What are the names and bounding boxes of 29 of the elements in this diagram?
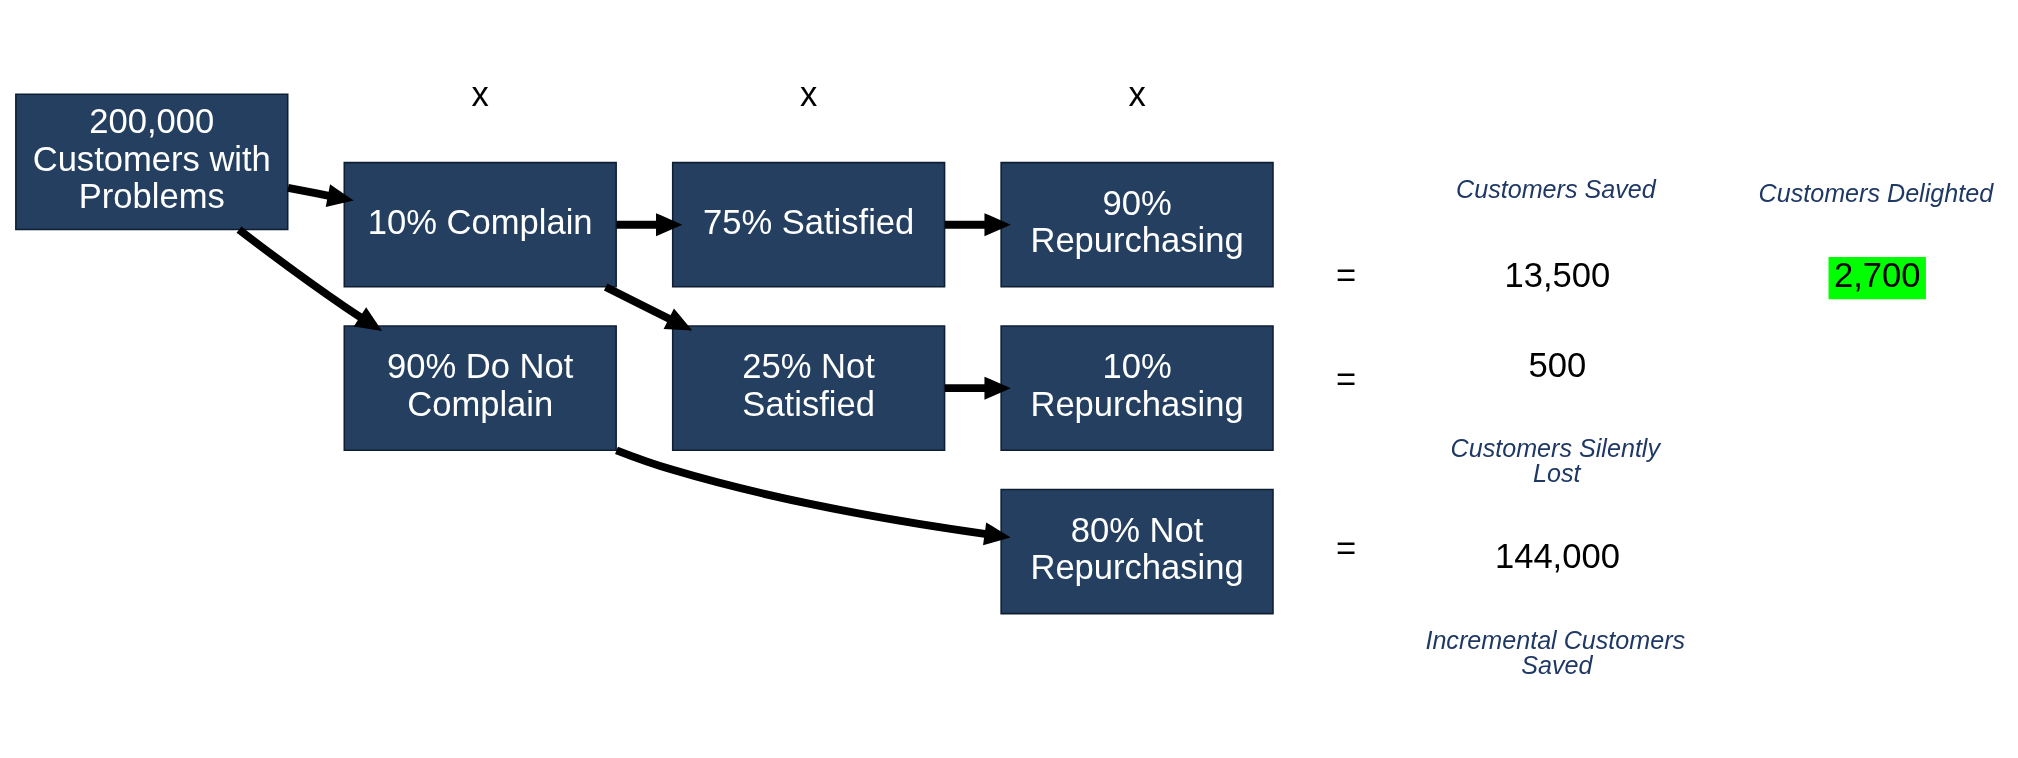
arrow xyxy=(603,282,693,330)
label: = xyxy=(1335,255,1357,294)
label: Customers Delighted xyxy=(1758,178,1994,207)
arrow xyxy=(944,212,1011,236)
node-box: 75% Satisfied xyxy=(671,161,946,288)
label: x xyxy=(1128,74,1146,113)
node-box: 10% Complain xyxy=(343,161,617,288)
arrow xyxy=(944,376,1011,400)
node-box: 200,000 Customers with Problems xyxy=(15,93,289,230)
label: 13,500 xyxy=(1504,255,1611,294)
label: 2,700 xyxy=(1833,255,1921,294)
node-box: 80% Not Repurchasing xyxy=(1000,488,1274,614)
label: Incremental Customers Saved xyxy=(1425,625,1686,679)
arrow xyxy=(236,225,383,331)
node-box: 25% Not Satisfied xyxy=(671,324,946,451)
label: 144,000 xyxy=(1494,536,1620,575)
label: x xyxy=(800,74,818,113)
label: 500 xyxy=(1528,345,1587,384)
label: Customers Silently Lost xyxy=(1450,433,1661,487)
label: = xyxy=(1335,528,1357,567)
label: = xyxy=(1335,359,1357,398)
label: x xyxy=(471,74,489,113)
node-box: 10% Repurchasing xyxy=(1000,324,1274,451)
arrow xyxy=(616,212,683,236)
label: Customers Saved xyxy=(1456,174,1656,203)
arrow xyxy=(287,183,354,207)
arrow xyxy=(615,446,1011,545)
node-box: 90% Repurchasing xyxy=(1000,161,1274,288)
node-box: 90% Do Not Complain xyxy=(343,324,617,451)
